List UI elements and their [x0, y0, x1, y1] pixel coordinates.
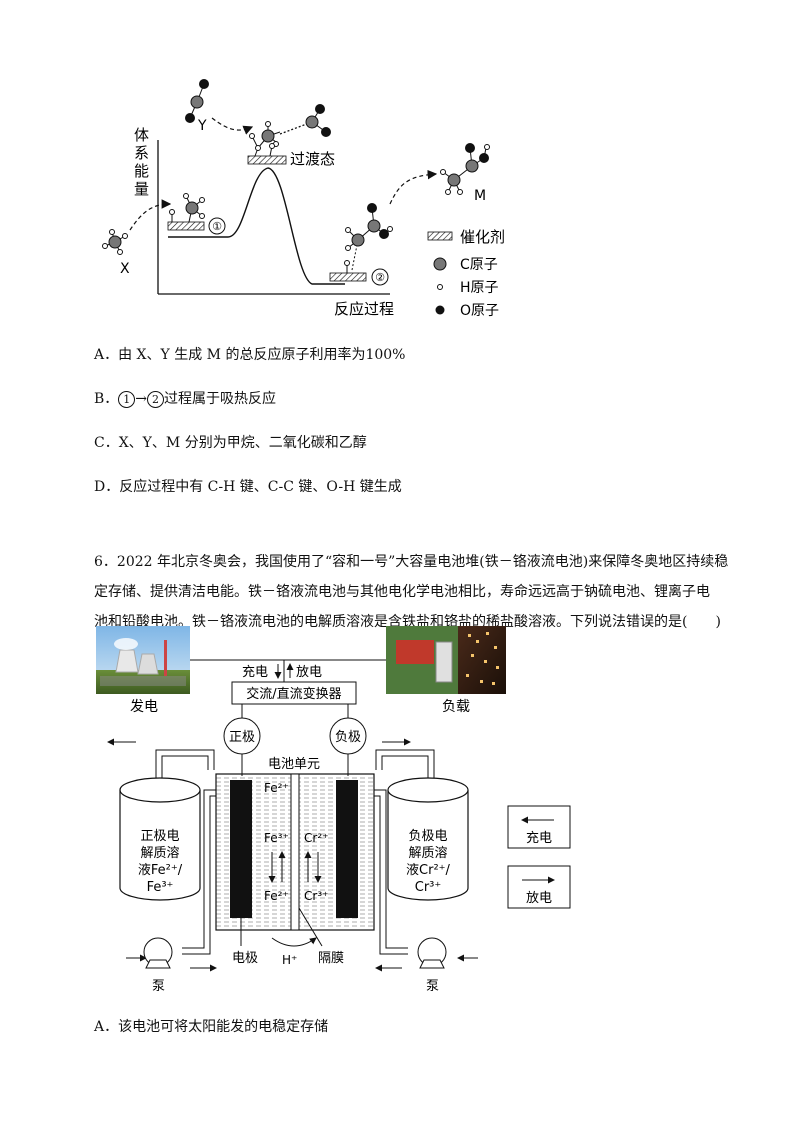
- h-ion-label: H⁺: [282, 953, 297, 967]
- svg-text:液Cr²⁺/: 液Cr²⁺/: [406, 863, 450, 878]
- svg-text:正极: 正极: [229, 730, 255, 745]
- ion-cr3: Cr³⁺: [304, 889, 328, 903]
- converter-label: 交流/直流变换器: [246, 686, 341, 702]
- circled-1: 1: [118, 391, 135, 408]
- molecule-m: [441, 144, 490, 195]
- right-pump: [418, 938, 446, 968]
- q5-option-b-arrow: →: [135, 391, 147, 407]
- arrow-2-to-m: [390, 174, 436, 204]
- circled-2: 2: [147, 391, 164, 408]
- svg-text:能: 能: [134, 162, 149, 180]
- svg-text:正极电: 正极电: [140, 829, 179, 844]
- state-2-label: ②: [372, 269, 388, 285]
- h-ion-arrow: [272, 938, 316, 946]
- q5-option-c[interactable]: C．X、Y、M 分别为甲烷、二氧化碳和乙醇: [94, 434, 367, 452]
- cell-unit-label: 电池单元: [268, 757, 320, 772]
- svg-text:O原子: O原子: [460, 303, 499, 319]
- positive-electrode: [230, 780, 252, 918]
- q5-option-b-text: 过程属于吸热反应: [164, 391, 276, 407]
- svg-text:②: ②: [375, 271, 385, 284]
- positive-tank: 正极电 解质溶 液Fe²⁺/ Fe³⁺: [120, 778, 200, 900]
- svg-text:C原子: C原子: [460, 257, 498, 273]
- energy-profile-figure: 体 系 能 量 反应过程 ① ② 过渡态 X: [90, 72, 530, 332]
- ion-fe3: Fe³⁺: [264, 831, 289, 845]
- left-pump: [144, 938, 172, 968]
- svg-text:负极: 负极: [335, 730, 361, 745]
- x-axis-label: 反应过程: [334, 300, 394, 318]
- svg-text:解质溶: 解质溶: [140, 846, 179, 861]
- legend-discharge: 放电: [508, 866, 570, 908]
- flow-battery-figure: 发电 负载 充电 放电 交流/直流变换器 正极 负极 电池单元 Fe²⁺ F: [96, 620, 586, 1005]
- catalyst-plate-2: [330, 273, 366, 281]
- q6-option-a[interactable]: A．该电池可将太阳能发的电稳定存储: [94, 1018, 328, 1036]
- molecule-y: [186, 80, 209, 123]
- catalyst-plate-1: [168, 222, 204, 230]
- load-label: 负载: [442, 699, 470, 715]
- q5-option-b-prefix: B．: [94, 391, 118, 407]
- membrane-label: 隔膜: [318, 951, 344, 966]
- svg-text:负极电: 负极电: [408, 829, 447, 844]
- q6-line-2: 定存储、提供清洁电能。铁－铬液流电池与其他电化学电池相比，寿命远远高于钠硫电池、…: [94, 577, 744, 607]
- discharge-top-label: 放电: [296, 665, 322, 680]
- arrow-y-to-ts: [212, 118, 252, 130]
- svg-text:液Fe²⁺/: 液Fe²⁺/: [138, 863, 183, 878]
- q5-option-a[interactable]: A．由 X、Y 生成 M 的总反应原子利用率为100%: [94, 346, 405, 364]
- catalyst-plate-ts: [248, 156, 286, 164]
- svg-text:系: 系: [134, 144, 149, 162]
- negative-tank: 负极电 解质溶 液Cr²⁺/ Cr³⁺: [388, 778, 468, 900]
- svg-text:体: 体: [134, 126, 149, 144]
- transition-state-label: 过渡态: [290, 150, 335, 168]
- svg-text:充电: 充电: [526, 830, 552, 846]
- svg-text:催化剂: 催化剂: [460, 228, 505, 246]
- svg-text:H原子: H原子: [460, 280, 499, 296]
- charge-top-label: 充电: [242, 664, 268, 680]
- electrode-label: 电极: [232, 951, 258, 966]
- species-transition-state: [250, 122, 281, 157]
- q6-line-1: 6．2022 年北京冬奥会，我国使用了“容和一号”大容量电池堆(铁－铬液流电池)…: [94, 547, 744, 577]
- membrane: [291, 774, 299, 930]
- ion-fe2-top: Fe²⁺: [264, 781, 289, 795]
- negative-electrode: [336, 780, 358, 918]
- svg-text:Fe³⁺: Fe³⁺: [147, 880, 174, 895]
- species-state-1: [170, 194, 205, 223]
- right-pump-label: 泵: [426, 979, 439, 994]
- ion-cr2: Cr²⁺: [304, 831, 328, 845]
- generate-label: 发电: [130, 699, 158, 715]
- svg-text:①: ①: [212, 220, 222, 233]
- y-axis-label: 体 系 能 量: [134, 126, 149, 198]
- legend-charge: 充电: [508, 806, 570, 848]
- svg-text:放电: 放电: [526, 891, 552, 906]
- label-m: M: [474, 188, 486, 204]
- co2-at-ts: [306, 105, 331, 137]
- svg-text:量: 量: [134, 180, 149, 198]
- state-1-label: ①: [209, 218, 225, 234]
- q5-option-d[interactable]: D．反应过程中有 C-H 键、C-C 键、O-H 键生成: [94, 478, 402, 496]
- svg-text:Cr³⁺: Cr³⁺: [415, 880, 442, 895]
- label-x: X: [120, 261, 130, 277]
- molecule-x: [103, 230, 128, 255]
- power-plant-image: [96, 626, 190, 694]
- ion-fe2-bottom: Fe²⁺: [264, 889, 289, 903]
- label-y: Y: [197, 118, 207, 134]
- svg-text:解质溶: 解质溶: [408, 846, 447, 861]
- legend: 催化剂 C原子 H原子 O原子: [428, 228, 505, 319]
- load-image: [386, 626, 506, 694]
- species-state-2: [345, 204, 393, 274]
- arrow-x-to-1: [130, 204, 170, 230]
- left-pump-label: 泵: [152, 979, 165, 994]
